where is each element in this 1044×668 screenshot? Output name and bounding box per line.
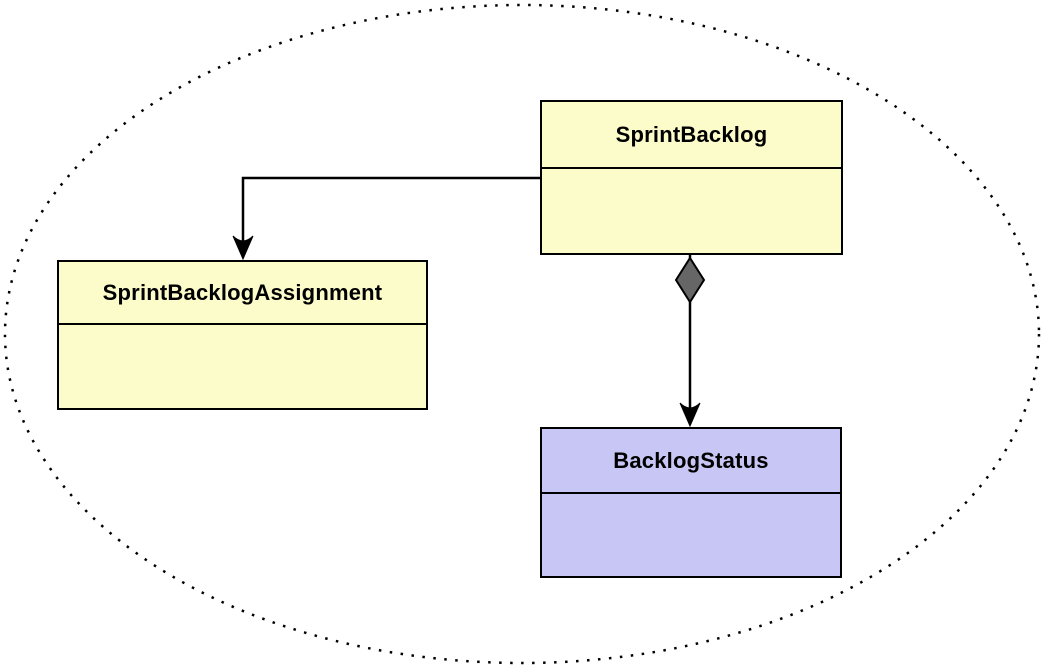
class-box-sprintbacklogassignment: SprintBacklogAssignment [57,260,428,410]
aggregation-diamond-icon [674,256,706,304]
arrowhead-to-backlogstatus-icon [679,402,701,428]
class-body-backlogstatus [542,494,840,576]
class-title-sprintbacklogassignment: SprintBacklogAssignment [59,262,426,325]
class-body-sprintbacklog [542,169,841,253]
boundary-dotted-ellipse [3,3,1041,665]
class-title-sprintbacklog: SprintBacklog [542,102,841,169]
association-line-sprintbacklog-to-assignment [241,176,540,245]
class-body-sprintbacklogassignment [59,325,426,408]
class-title-backlogstatus: BacklogStatus [542,429,840,494]
class-box-backlogstatus: BacklogStatus [540,427,842,578]
arrowhead-to-sprintbacklogassignment-icon [232,235,254,261]
class-box-sprintbacklog: SprintBacklog [540,100,843,255]
